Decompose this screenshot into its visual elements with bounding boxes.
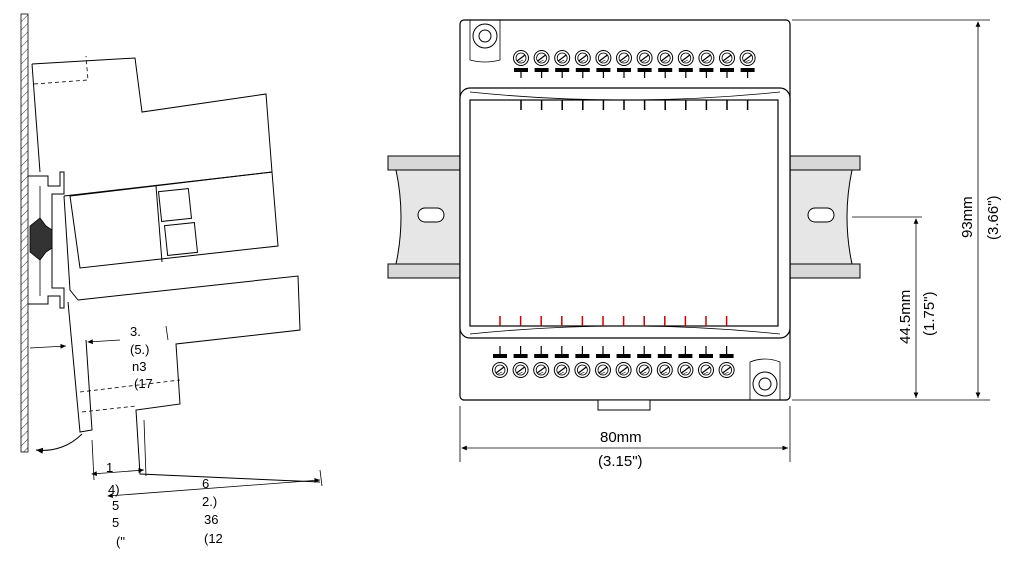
terminal-screw-icon — [533, 362, 550, 378]
depth-label-3: n3 — [132, 359, 146, 374]
terminal-clamp — [514, 68, 528, 72]
terminal-screw-icon — [636, 50, 653, 66]
mount-label-5: (" — [116, 534, 125, 549]
terminal-screw-icon — [656, 362, 673, 378]
mount-label-3: 5 — [112, 498, 119, 513]
terminal-screw-icon — [533, 50, 550, 66]
mounting-wall — [20, 13, 29, 453]
width-dimension: 80mm (3.15") — [459, 406, 791, 470]
rail-height-dimension: 44.5mm (1.75") — [852, 216, 938, 398]
terminal-screw-icon — [677, 50, 694, 66]
terminal-screw-icon — [595, 362, 611, 378]
terminal-clamp — [699, 68, 714, 72]
total-depth-label-3: 36 — [204, 512, 218, 527]
height-dimension: 93mm (3.66") — [792, 19, 1002, 401]
terminal-clamp — [575, 354, 590, 358]
depth-label-2: (5.) — [130, 342, 150, 357]
mount-label-4: 5 — [112, 515, 119, 530]
mount-label-1: 1 — [106, 460, 113, 475]
terminal-clamp — [555, 68, 570, 72]
terminal-clamp — [678, 354, 693, 358]
terminal-clamp — [658, 68, 673, 72]
terminal-screw-icon — [513, 50, 529, 66]
terminal-clamp — [720, 68, 734, 72]
total-depth-label-1: 6 — [202, 476, 209, 491]
din-rail-left — [387, 155, 461, 279]
terminal-row-bottom — [492, 316, 735, 378]
terminal-screw-icon — [718, 362, 735, 378]
terminal-screw-icon — [574, 362, 591, 378]
din-rail-right — [789, 155, 861, 279]
terminal-clamp — [596, 354, 610, 358]
terminal-screw-icon — [595, 50, 612, 66]
rail-in-label: (1.75") — [921, 291, 938, 336]
terminal-clamp — [534, 354, 549, 358]
terminal-clamp — [513, 354, 528, 358]
terminal-clamp — [740, 68, 755, 72]
terminal-clamp — [554, 354, 569, 358]
width-in-label: (3.15") — [598, 453, 643, 470]
total-depth-label-4: (12 — [204, 531, 223, 546]
terminal-clamp — [637, 354, 652, 358]
terminal-clamp — [719, 354, 734, 358]
terminal-clamp — [657, 354, 672, 358]
label-window — [469, 99, 779, 327]
terminal-clamp — [534, 68, 549, 72]
height-in-label: (3.66") — [985, 195, 1002, 240]
terminal-screw-icon — [554, 50, 571, 66]
din-clip-tab — [597, 399, 651, 411]
release-arrow — [35, 433, 83, 454]
terminal-clamp — [678, 68, 693, 72]
front-view: 80mm (3.15") 93mm (3.66") 44.5mm (1.75") — [387, 19, 1002, 470]
width-mm-label: 80mm — [600, 429, 642, 446]
terminal-screw-icon — [574, 50, 591, 66]
terminal-row-top — [513, 50, 756, 110]
terminal-screw-icon — [553, 362, 570, 378]
din-rail-profile — [28, 171, 65, 309]
terminal-screw-icon — [677, 362, 694, 378]
terminal-clamp — [617, 68, 631, 72]
mounting-hole-bottom — [752, 371, 778, 397]
terminal-clamp — [575, 68, 590, 72]
terminal-screw-icon — [492, 362, 508, 378]
terminal-screw-icon — [698, 362, 714, 378]
terminal-screw-icon — [698, 50, 715, 66]
depth-label-4: (17 — [134, 376, 153, 391]
terminal-screw-icon — [719, 50, 735, 66]
terminal-clamp — [616, 354, 631, 358]
depth-label-1: 3. — [130, 324, 141, 339]
mounting-hole-top — [472, 23, 498, 49]
terminal-screw-icon — [615, 362, 632, 378]
terminal-screw-icon — [636, 362, 653, 378]
mount-label-2: 4) — [108, 482, 120, 497]
terminal-clamp — [493, 354, 507, 358]
terminal-clamp — [637, 68, 652, 72]
module-side-outline — [31, 55, 321, 483]
total-depth-label-2: 2.) — [202, 494, 217, 509]
rail-mm-label: 44.5mm — [897, 290, 914, 344]
terminal-screw-icon — [512, 362, 529, 378]
height-mm-label: 93mm — [959, 196, 976, 238]
terminal-screw-icon — [616, 50, 632, 66]
terminal-screw-icon — [657, 50, 674, 66]
terminal-clamp — [596, 68, 611, 72]
terminal-screw-icon — [739, 50, 756, 66]
terminal-clamp — [699, 354, 713, 358]
side-view: 3. (5.) n3 (17 1 4) 5 5 (" 6 2.) 36 (12 — [20, 13, 323, 549]
